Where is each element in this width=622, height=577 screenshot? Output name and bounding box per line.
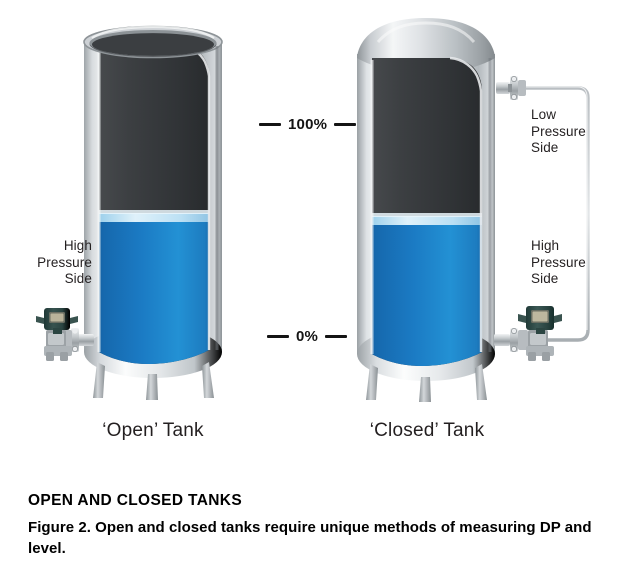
closed-tank-leg-right [475, 364, 487, 400]
top-flange [510, 76, 518, 100]
figure-title: OPEN AND CLOSED TANKS [28, 492, 243, 509]
open-tank-interior [99, 46, 209, 364]
closed-tank-liquid-surface [372, 216, 482, 225]
marker-dash-left [259, 123, 281, 126]
closed-tank-high-pressure-label: High Pressure Side [531, 238, 586, 286]
level-marker-100: 100% [259, 116, 357, 133]
open-tank-high-pressure-label: High Pressure Side [37, 238, 92, 286]
marker-0-label: 0% [296, 328, 319, 345]
closed-tank-transmitter-assembly [494, 306, 562, 361]
level-marker-0: 0% [267, 328, 348, 345]
open-tank-caption: ‘Open’ Tank [102, 420, 204, 441]
open-tank-transmitter-assembly [36, 308, 94, 361]
closed-tank-leg-center [419, 377, 431, 402]
open-tank-liquid [99, 216, 209, 364]
open-tank-leg-right [202, 362, 214, 398]
open-tank-leg-left [93, 362, 105, 398]
closed-tank-low-pressure-label: Low Pressure Side [531, 107, 586, 155]
flange [71, 328, 79, 352]
marker-100-label: 100% [288, 116, 328, 133]
capillary-tube [522, 86, 590, 342]
closed-tank-leg-left [366, 364, 378, 400]
marker-dash-left [267, 335, 289, 338]
open-tank-leg-center [146, 374, 158, 400]
marker-dash-right [334, 123, 357, 126]
figure-caption-text: Figure 2. Open and closed tanks require … [28, 519, 592, 557]
closed-tank-caption: ‘Closed’ Tank [369, 420, 485, 441]
closed-tank-interior [372, 58, 482, 366]
tank-diagram-illustration [36, 18, 590, 402]
open-tank-graphic [36, 25, 223, 400]
bottom-flange [510, 328, 518, 352]
closed-tank-top-flange-assembly [496, 76, 526, 100]
closed-tank-graphic [357, 18, 590, 402]
open-tank-liquid-surface [99, 213, 209, 222]
marker-dash-right [325, 335, 348, 338]
figure-caption-block: OPEN AND CLOSED TANKS Figure 2. Open and… [28, 492, 594, 559]
closed-tank-liquid [372, 219, 482, 366]
